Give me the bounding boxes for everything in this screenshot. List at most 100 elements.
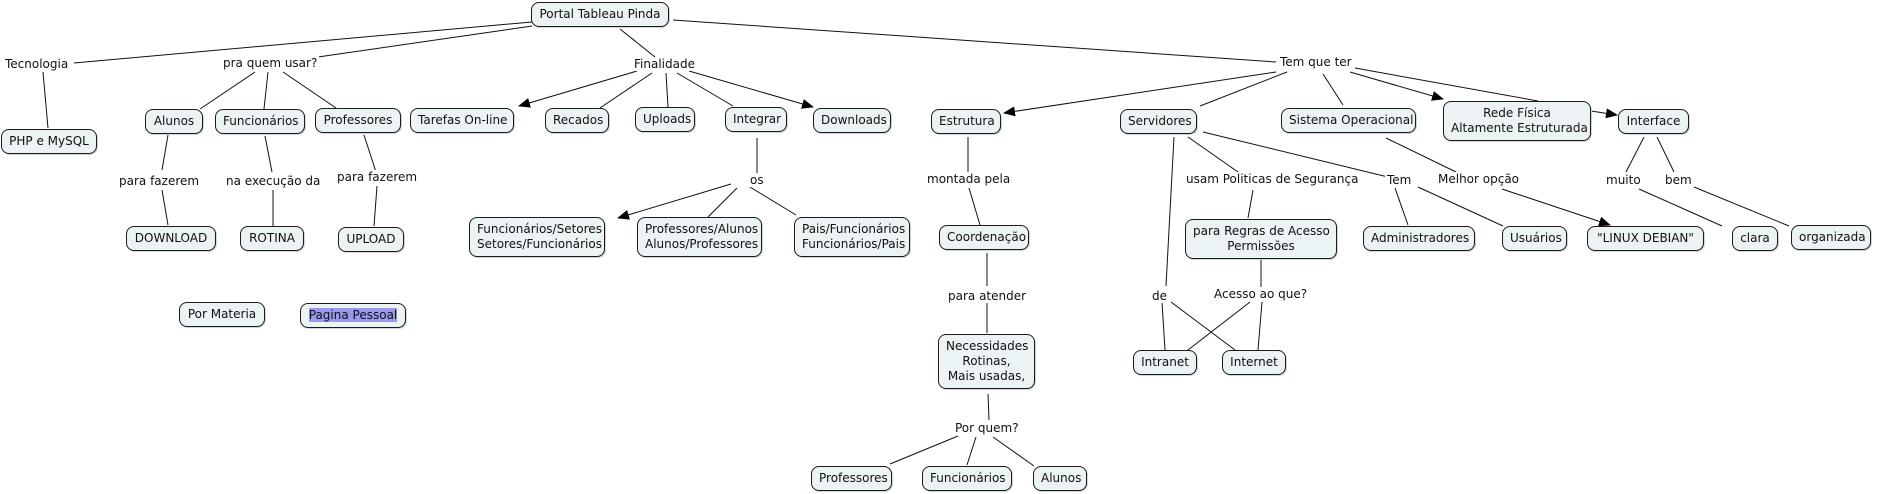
concept-node-upload[interactable]: UPLOAD [338,227,404,252]
link-label-na-execucao-da[interactable]: na execução da [224,174,323,188]
edge [617,183,732,220]
node-label: Rotinas, [962,354,1011,368]
concept-node-internet[interactable]: Internet [1222,350,1286,375]
edge [676,72,734,107]
edge [73,21,533,64]
node-label: UPLOAD [346,232,396,246]
edge [161,134,169,171]
edge [992,436,1035,467]
link-label-tem[interactable]: Tem [1385,173,1414,187]
link-label-acesso-ao-que[interactable]: Acesso ao que? [1212,287,1310,301]
concept-node-downloads[interactable]: Downloads [813,108,891,133]
concept-node-professores[interactable]: Professores [315,108,401,133]
node-label: organizada [1799,230,1866,244]
concept-node-intranet[interactable]: Intranet [1133,350,1197,375]
concept-node-alunos-2[interactable]: Alunos [1033,466,1087,491]
concept-node-php-mysql[interactable]: PHP e MySQL [1,129,97,154]
link-label-de[interactable]: de [1150,289,1169,303]
link-label-bem[interactable]: bem [1663,173,1694,187]
edge [1170,301,1236,351]
edge [1161,301,1166,351]
node-label: PHP e MySQL [9,134,89,148]
edge [363,134,377,173]
node-label: Usuários [1510,231,1562,245]
edge [1693,186,1790,227]
concept-node-professores-2[interactable]: Professores [811,466,892,491]
link-label-montada-pela[interactable]: montada pela [925,172,1013,186]
node-label: Necessidades [946,339,1029,353]
edge [987,393,990,421]
node-label: Administradores [1371,231,1470,245]
concept-node-uploads[interactable]: Uploads [635,107,695,132]
edge [1003,71,1277,117]
edge [599,72,653,109]
concept-node-servidores[interactable]: Servidores [1120,109,1197,134]
concept-node-clara[interactable]: clara [1732,226,1778,251]
node-label: Uploads [643,112,692,126]
edge [688,70,814,109]
edge [1385,137,1457,173]
node-label: Professores/Alunos [645,222,759,236]
link-label-para-fazerem[interactable]: para fazerem [117,174,202,188]
edge [1354,67,1539,102]
concept-node-interface[interactable]: Interface [1618,109,1689,134]
link-label-finalidade[interactable]: Finalidade [632,57,697,71]
concept-node-alunos[interactable]: Alunos [145,109,203,134]
edge [889,435,959,465]
edge [1349,71,1444,101]
node-label: Alunos [153,114,195,128]
concept-node-recados[interactable]: Recados [545,108,609,133]
link-label-tem-que-ter[interactable]: Tem que ter [1278,55,1354,69]
node-label: Estrutura [939,114,995,128]
edge [1187,301,1251,351]
concept-node-sistema-operacional[interactable]: Sistema Operacional [1281,108,1416,133]
edge [263,71,269,110]
link-label-pra-quem-usar[interactable]: pra quem usar? [221,56,320,70]
edge [968,187,981,226]
concept-node-linux-debian[interactable]: "LINUX DEBIAN" [1587,226,1704,251]
concept-node-usuarios[interactable]: Usuários [1502,226,1567,251]
link-label-para-atender[interactable]: para atender [946,289,1029,303]
edge [1257,301,1263,351]
link-label-tecnologia[interactable]: Tecnologia [3,57,71,71]
link-label-por-quem[interactable]: Por quem? [953,421,1021,435]
concept-node-estrutura[interactable]: Estrutura [931,109,1001,134]
node-label: clara [1740,231,1770,245]
node-label: Intranet [1141,355,1189,369]
link-label-muito[interactable]: muito [1604,173,1643,187]
concept-node-tarefas-online[interactable]: Tarefas On-line [410,108,514,133]
link-label-os[interactable]: os [748,173,766,187]
concept-node-rotina[interactable]: ROTINA [240,226,304,251]
concept-node-integrar[interactable]: Integrar [725,107,787,132]
link-label-melhor-opcao[interactable]: Melhor opção [1436,172,1522,186]
edge [1638,188,1723,227]
node-label: DOWNLOAD [134,231,208,245]
node-label: Interface [1626,114,1681,128]
edge [1165,136,1175,287]
node-label: Alunos/Professores [645,237,759,251]
node-label: Mais usadas, [947,369,1026,383]
concept-node-por-materia[interactable]: Por Materia [179,302,265,327]
concept-node-coordenacao[interactable]: Coordenação [939,225,1029,250]
root-concept-node[interactable]: Portal Tableau Pinda [531,2,669,27]
concept-node-funcionarios-2[interactable]: Funcionários [922,466,1012,491]
concept-node-administradores[interactable]: Administradores [1363,226,1475,251]
node-label: Downloads [821,113,887,127]
concept-node-funcionarios[interactable]: Funcionários [215,109,305,134]
edge [1417,186,1504,227]
edge [42,71,49,129]
concept-node-pagina-pessoal[interactable]: Pagina Pessoal [300,303,406,328]
link-label-para-fazerem-2[interactable]: para fazerem [335,170,420,184]
node-label: Internet [1230,355,1278,369]
link-label-usam-politicas[interactable]: usam Politicas de Segurança [1184,172,1361,186]
concept-node-download[interactable]: DOWNLOAD [126,226,216,251]
edge [282,71,337,109]
concept-node-organizada[interactable]: organizada [1791,225,1871,250]
